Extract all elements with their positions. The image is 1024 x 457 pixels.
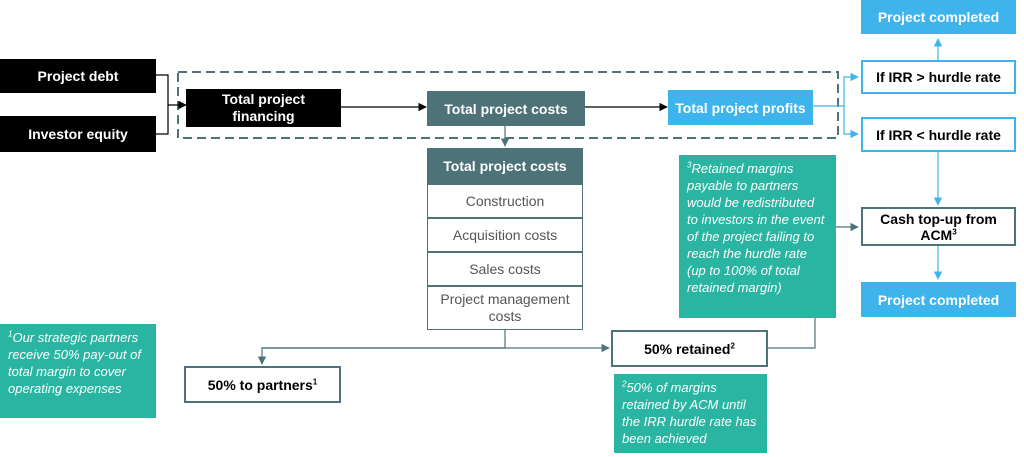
project-completed-top-label: Project completed (877, 9, 1000, 25)
irr-below-box: If IRR < hurdle rate (861, 117, 1016, 152)
cash-topup-box: Cash top-up from ACM3 (861, 207, 1016, 246)
partners-share-label: 50% to partners (207, 376, 313, 393)
project-debt-box: Project debt (0, 59, 156, 93)
footnote-3: 3Retained margins payable to partners wo… (679, 155, 836, 318)
cost-item-label: Construction (465, 192, 545, 209)
total-project-financing-box: Total project financing (186, 89, 341, 127)
retained-share-footnote-marker: 2 (730, 340, 735, 350)
cost-breakdown-header-label: Total project costs (443, 158, 567, 174)
footnote-1: 1Our strategic partners receive 50% pay-… (0, 324, 156, 418)
cost-item-sales: Sales costs (427, 252, 583, 286)
cash-topup-label: Cash top-up from ACM (880, 210, 997, 243)
project-completed-bottom-box: Project completed (861, 282, 1016, 317)
debt-connector (156, 74, 169, 105)
retained-share-text: 50% retained2 (644, 341, 735, 357)
equity-connector (156, 105, 169, 135)
irr-above-connector (813, 72, 859, 107)
partners-share-box: 50% to partners1 (184, 366, 341, 403)
footnote-3-marker: 3 (687, 160, 692, 170)
footnote-3-text: Retained margins payable to partners wou… (687, 161, 825, 295)
project-completed-bottom-label: Project completed (877, 291, 1000, 308)
investor-equity-box: Investor equity (0, 116, 156, 152)
total-project-costs-box: Total project costs (427, 91, 585, 126)
footnote-1-text: Our strategic partners receive 50% pay-o… (8, 330, 141, 396)
cash-topup-footnote-marker: 3 (952, 226, 957, 236)
total-project-costs-label: Total project costs (444, 100, 568, 117)
investor-equity-label: Investor equity (28, 125, 128, 142)
cash-topup-text: Cash top-up from ACM3 (874, 211, 1004, 243)
total-project-profits-box: Total project profits (668, 90, 813, 125)
cost-item-label: Sales costs (469, 260, 541, 277)
partners-connector (257, 330, 506, 365)
partners-share-footnote-marker: 1 (312, 376, 318, 386)
project-debt-label: Project debt (37, 67, 119, 84)
footnote-1-marker: 1 (8, 329, 13, 339)
footnote-2-marker: 2 (622, 379, 627, 389)
total-project-profits-label: Total project profits (675, 99, 806, 116)
cost-breakdown-header: Total project costs (427, 148, 583, 184)
retained-share-box: 50% retained2 (611, 330, 768, 367)
cost-item-project-management: Project management costs (427, 286, 583, 330)
cost-item-label: Acquisition costs (452, 226, 558, 243)
cost-item-label: Project management costs (440, 291, 570, 324)
irr-above-box: If IRR > hurdle rate (861, 60, 1016, 94)
project-completed-top-box: Project completed (861, 0, 1016, 34)
partners-share-text: 50% to partners1 (208, 377, 318, 393)
footnote-2-text: 50% of margins retained by ACM until the… (622, 380, 757, 446)
cost-item-construction: Construction (427, 184, 583, 218)
retained-share-label: 50% retained (644, 340, 731, 357)
total-project-financing-label: Total project financing (222, 91, 305, 124)
irr-below-label: If IRR < hurdle rate (876, 126, 1001, 143)
cost-item-acquisition: Acquisition costs (427, 218, 583, 252)
footnote-2: 250% of margins retained by ACM until th… (614, 374, 767, 453)
irr-below-connector (843, 106, 859, 139)
irr-above-label: If IRR > hurdle rate (876, 69, 1001, 85)
